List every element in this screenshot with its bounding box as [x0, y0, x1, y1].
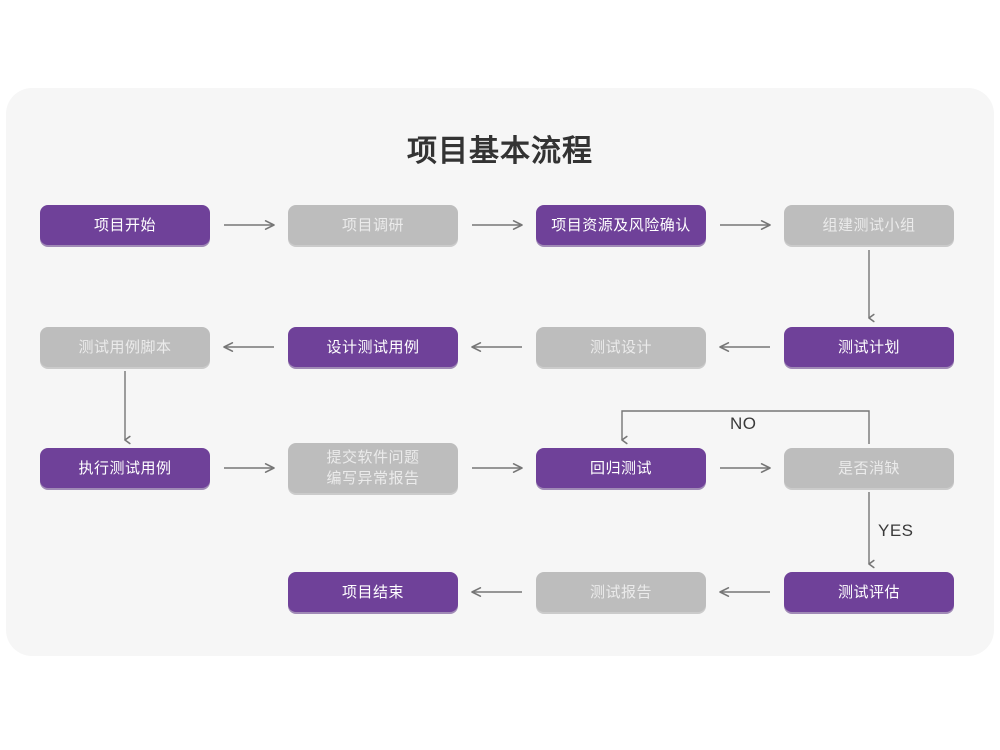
- edge-label-yes: YES: [878, 521, 914, 540]
- node-test-plan[interactable]: 测试计划: [784, 327, 954, 367]
- node-test-case-script[interactable]: 测试用例脚本: [40, 327, 210, 367]
- node-design-test-case[interactable]: 设计测试用例: [288, 327, 458, 367]
- node-submit-issue-report[interactable]: 提交软件问题 编写异常报告: [288, 443, 458, 493]
- flowchart-card: [6, 88, 994, 656]
- node-build-test-team[interactable]: 组建测试小组: [784, 205, 954, 245]
- node-project-start[interactable]: 项目开始: [40, 205, 210, 245]
- node-test-report[interactable]: 测试报告: [536, 572, 706, 612]
- node-test-evaluation[interactable]: 测试评估: [784, 572, 954, 612]
- node-execute-test-case[interactable]: 执行测试用例: [40, 448, 210, 488]
- page-title: 项目基本流程: [407, 135, 593, 168]
- node-regression-test[interactable]: 回归测试: [536, 448, 706, 488]
- node-test-design[interactable]: 测试设计: [536, 327, 706, 367]
- edge-label-no: NO: [730, 414, 757, 433]
- node-defect-cleared[interactable]: 是否消缺: [784, 448, 954, 488]
- node-resource-risk-confirm[interactable]: 项目资源及风险确认: [536, 205, 706, 245]
- node-project-research[interactable]: 项目调研: [288, 205, 458, 245]
- node-project-end[interactable]: 项目结束: [288, 572, 458, 612]
